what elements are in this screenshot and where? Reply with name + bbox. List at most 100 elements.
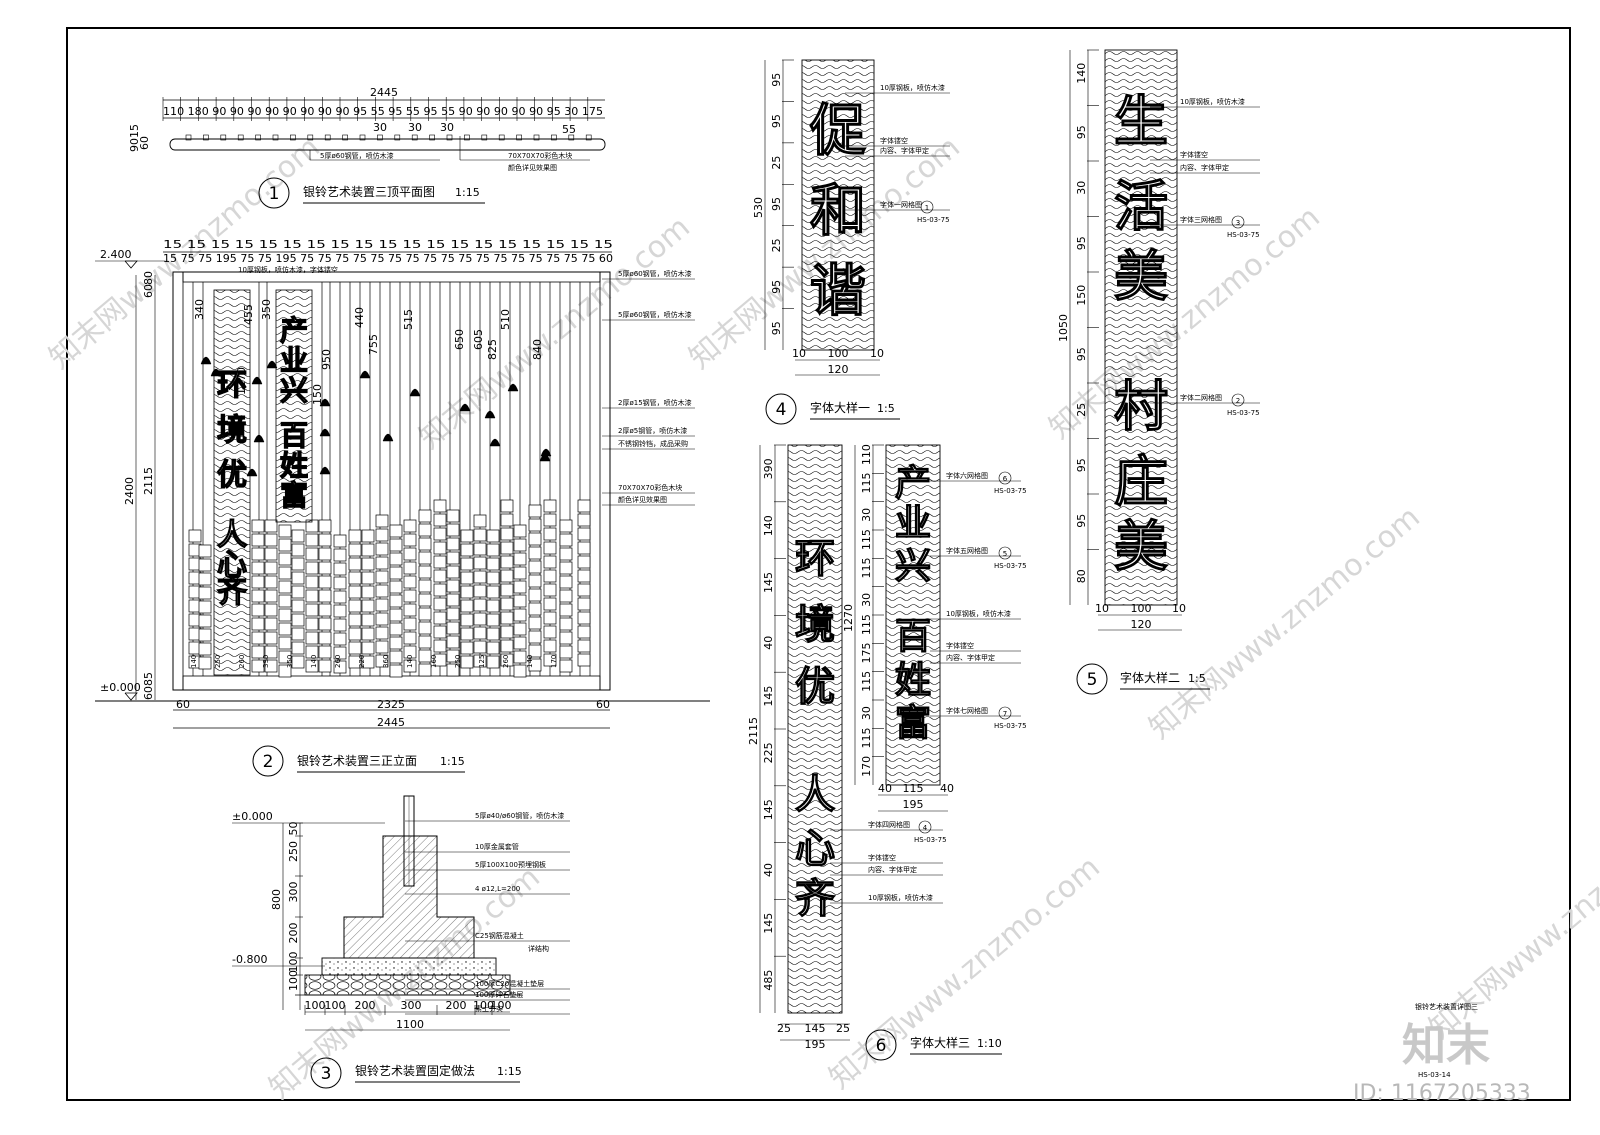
d5-w-left: 10 xyxy=(1095,602,1109,615)
elev-height-top2: 60 xyxy=(142,284,155,298)
d6-left-char: 人 xyxy=(795,772,835,818)
elev-wood-block xyxy=(375,528,389,542)
elev-wood-block xyxy=(389,664,403,678)
d4-height-dim: 95 xyxy=(770,73,783,87)
elev-bottom-length: 160 xyxy=(430,655,438,668)
elev-wood-block xyxy=(389,580,403,594)
d5-ref-circle xyxy=(1231,393,1245,407)
plan-top-bar xyxy=(169,138,606,151)
elev-wood-block xyxy=(264,575,278,589)
d4-char: 和 xyxy=(810,179,866,244)
d4-char: 促 xyxy=(809,99,866,164)
elev-wood-block xyxy=(403,645,417,659)
elev-wood-block xyxy=(278,594,292,608)
elev-wood-block xyxy=(433,611,447,625)
d5-ref-sheet: HS-03-75 xyxy=(1227,409,1260,417)
elev-wood-block xyxy=(528,560,542,574)
d4-ref-sheet: HS-03-75 xyxy=(917,216,950,224)
elev-wood-block xyxy=(418,565,432,579)
d6-left-char: 环 xyxy=(795,536,835,582)
drawing-number: 5 xyxy=(1087,670,1098,690)
elev-wood-block xyxy=(446,635,460,649)
elev-wood-block xyxy=(318,561,332,575)
elev-wood-block xyxy=(486,613,500,627)
d6-note: 字体五网格图 xyxy=(946,546,988,555)
elev-bell-length: 950 xyxy=(320,349,333,370)
elev-wood-block xyxy=(528,630,542,644)
found-depth-dim: 250 xyxy=(287,841,300,862)
elev-wood-block xyxy=(433,527,447,541)
elev-wood-block xyxy=(473,626,487,640)
elev-wood-block xyxy=(188,529,202,543)
elev-wood-block xyxy=(433,569,447,583)
d4-height-dim: 95 xyxy=(770,114,783,128)
elev-height-bottom2: 85 xyxy=(142,672,155,686)
d4-w-left: 10 xyxy=(792,347,806,360)
elev-wood-block xyxy=(577,499,591,513)
text-panel-left xyxy=(213,289,251,676)
found-note: 100厚碎石垫层 xyxy=(475,990,523,999)
elev-bell-length: 440 xyxy=(353,307,366,328)
elev-wood-block xyxy=(513,622,527,636)
d6-ref-sheet: HS-03-75 xyxy=(914,836,947,844)
elev-wood-block xyxy=(460,655,474,669)
d6-left-dim: 145 xyxy=(762,572,775,593)
elev-wood-block xyxy=(305,547,319,561)
elev-wood-block xyxy=(418,649,432,663)
d6-right-char: 富 xyxy=(895,702,931,744)
d6-right-dim: 115 xyxy=(860,529,873,550)
elev-wood-block xyxy=(486,641,500,655)
elev-wood-block xyxy=(348,557,362,571)
d5-height-dim: 25 xyxy=(1075,403,1088,417)
sheet-number: HS-03-14 xyxy=(1418,1071,1451,1079)
plan-sub-dim: 30 xyxy=(373,121,387,134)
d5-char: 活 xyxy=(1114,175,1168,238)
elev-wood-block xyxy=(543,611,557,625)
elev-wood-block xyxy=(528,616,542,630)
elev-wood-block xyxy=(473,556,487,570)
image-id: ID: 1167205333 xyxy=(1353,1081,1531,1106)
elev-wood-block xyxy=(264,589,278,603)
elev-level-top: 2.400 xyxy=(100,248,132,261)
d6-right-char: 姓 xyxy=(895,660,931,701)
d6-w-right-c: 40 xyxy=(940,782,954,795)
bell-icon xyxy=(459,403,471,412)
elev-wood-block xyxy=(559,547,573,561)
elev-wood-block xyxy=(446,579,460,593)
elev-wood-block xyxy=(446,649,460,663)
drawing-number-circle xyxy=(252,745,284,777)
elev-bell-length: 1270 xyxy=(235,367,248,395)
watermark-text: 知末网www.znzmo.com xyxy=(823,850,1107,1096)
elev-wood-block xyxy=(543,527,557,541)
elev-bottom-inner: 2325 xyxy=(377,698,405,711)
elev-wood-block xyxy=(500,513,514,527)
elev-top-note: 10厚钢板，喷仿木漆，字体镂空 xyxy=(238,265,338,274)
elev-wood-block xyxy=(559,617,573,631)
elev-wood-block xyxy=(446,607,460,621)
elev-wood-block xyxy=(528,546,542,560)
plan-peg xyxy=(585,134,592,141)
elev-wood-block xyxy=(375,598,389,612)
d6-right-dim: 115 xyxy=(860,558,873,579)
plan-peg xyxy=(203,134,209,141)
elev-wood-block xyxy=(264,659,278,673)
elev-wood-block xyxy=(389,552,403,566)
plan-segment-dims: 110 180 90 90 90 90 90 90 90 90 95 55 95… xyxy=(163,105,603,118)
elev-wood-block xyxy=(403,631,417,645)
elev-wood-block xyxy=(403,575,417,589)
drawing-scale-3: 1:15 xyxy=(497,1065,522,1078)
elev-wood-block xyxy=(305,589,319,603)
drawing-scale-2: 1:15 xyxy=(440,755,465,768)
elev-wood-block xyxy=(291,599,305,613)
plan-peg xyxy=(272,134,279,141)
elev-wood-block xyxy=(543,639,557,653)
d5-panel xyxy=(1104,49,1178,606)
elev-note: 5厚ø60钢管，喷仿木漆 xyxy=(618,310,692,319)
elev-wood-block xyxy=(348,599,362,613)
drawing-scale-6: 1:10 xyxy=(977,1037,1002,1050)
elev-wood-block xyxy=(543,555,557,569)
elev-bell-length: 825 xyxy=(486,339,499,360)
drawing-number: 4 xyxy=(776,400,787,420)
elev-wood-block xyxy=(433,653,447,667)
